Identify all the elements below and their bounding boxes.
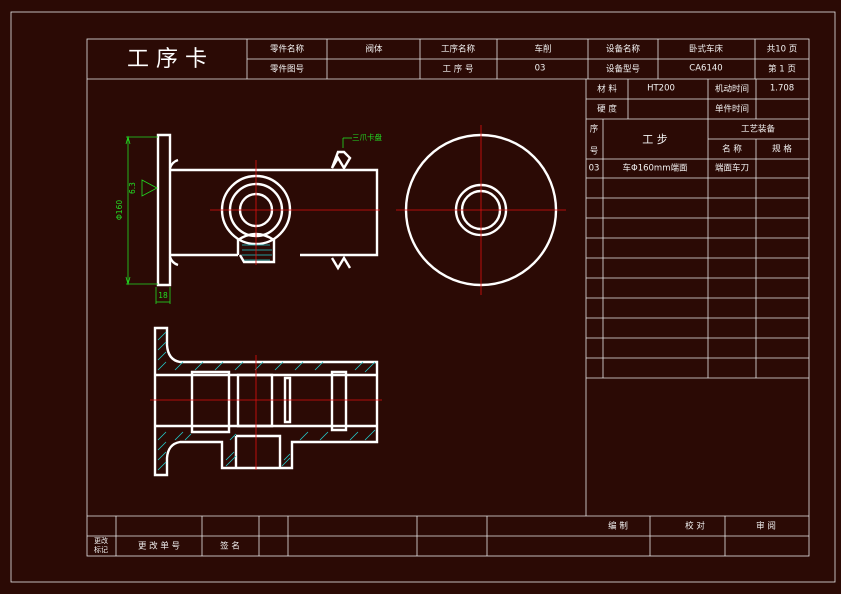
side-view [396,125,566,295]
process-table [585,79,809,516]
step-row-tool: 端面车刀 [715,163,749,174]
machine-time-label: 机动时间 [715,84,749,95]
seq-header-1: 序 [590,124,599,135]
equipment-header: 工艺装备 [741,124,776,135]
step-row-desc: 车Φ160mm端面 [623,163,688,174]
change-doc-label: 更 改 单 号 [138,541,180,552]
process-no: 03 [535,64,546,74]
change-mark-label-2: 标记 [94,545,108,554]
material-label: 材 料 [597,84,617,95]
check-label: 校 对 [685,521,705,532]
unit-time-label: 单件时间 [715,104,749,115]
page-number: 第 1 页 [768,64,796,75]
spec-header: 规 格 [772,144,792,155]
machine-time-value: 1.708 [770,84,794,94]
clamp-note: 三爪卡盘 [352,132,382,142]
equipment-model-label: 设备型号 [606,64,640,75]
dim-roughness: 6.3 [128,182,137,194]
equipment-model: CA6140 [689,64,722,74]
equipment-name-label: 设备名称 [606,44,641,55]
name-header: 名 称 [722,144,742,155]
step-header: 工 步 [642,133,668,146]
step-row-no: 03 [589,164,600,174]
equipment-name: 卧式车床 [689,44,724,55]
review-label: 审 阅 [756,521,776,532]
part-name: 阀体 [365,44,383,55]
total-pages: 共10 页 [767,45,798,55]
change-mark-label-1: 更改 [94,536,108,545]
compile-label: 编 制 [608,521,628,532]
seq-header-2: 号 [590,147,599,157]
part-name-label: 零件名称 [270,44,305,55]
process-no-label: 工 序 号 [443,64,474,75]
front-view: 三爪卡盘 [156,132,382,287]
process-name: 车削 [534,44,551,55]
dimension-lines: Φ160 6.3 18 [115,135,171,304]
dim-length: 18 [158,291,168,300]
dim-diameter: Φ160 [115,200,124,220]
inner-frame [86,38,810,557]
header-table [87,39,809,80]
outer-frame [10,11,836,583]
section-view [150,326,382,477]
hardness-label: 硬 度 [597,104,617,115]
material-value: HT200 [647,84,675,94]
sign-label: 签 名 [220,541,240,552]
footer-table [87,515,809,556]
part-no-label: 零件图号 [270,64,304,75]
card-title: 工 序 卡 [127,47,207,72]
process-name-label: 工序名称 [441,44,476,55]
